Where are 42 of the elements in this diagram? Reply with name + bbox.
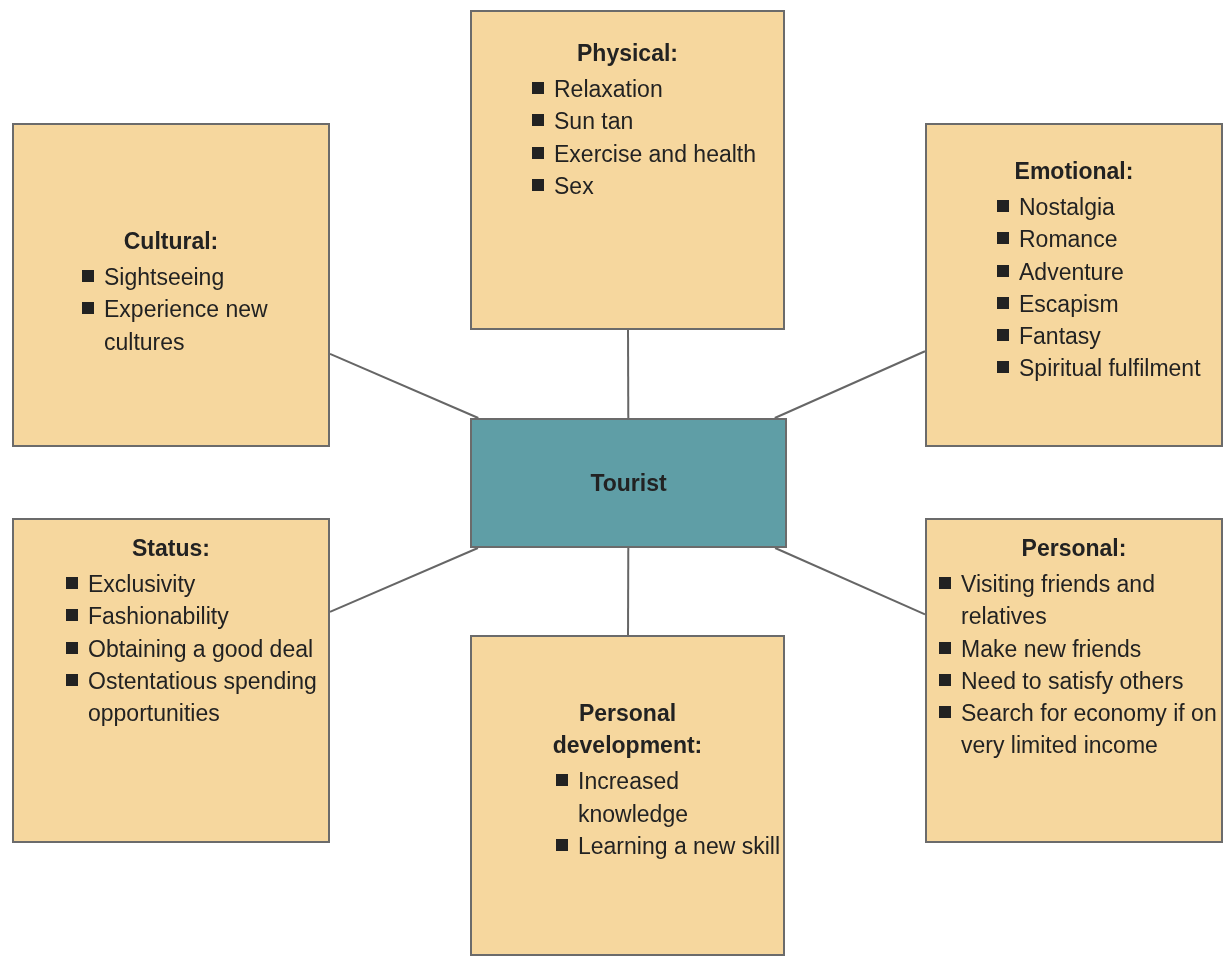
category-heading: Cultural:	[122, 227, 220, 256]
category-heading: Personal development:	[551, 699, 704, 761]
connector-line	[627, 547, 630, 636]
list-item: Relaxation	[554, 75, 663, 105]
category-box	[925, 123, 1223, 447]
center-label: Tourist	[590, 468, 667, 498]
connector-line	[773, 350, 926, 419]
list-item: Make new friends	[961, 634, 1142, 664]
list-item: Experience new cultures	[104, 295, 269, 357]
central-box	[470, 418, 787, 548]
list-item: Adventure	[1019, 257, 1124, 287]
connector-line	[627, 329, 630, 419]
list-item: Ostentatious spending opportunities	[88, 666, 318, 728]
category-heading: Status:	[131, 534, 211, 563]
connector-line	[329, 352, 480, 419]
list-item: Obtaining a good deal	[88, 634, 314, 664]
category-box	[470, 10, 785, 330]
category-heading: Personal:	[1020, 534, 1128, 563]
connector-line	[774, 547, 926, 616]
list-item: Escapism	[1019, 289, 1119, 319]
list-item: Romance	[1019, 225, 1118, 255]
list-item: Exclusivity	[88, 570, 196, 600]
list-item: Nostalgia	[1019, 193, 1115, 223]
category-box	[470, 635, 785, 956]
connector-line	[329, 547, 479, 613]
list-item: Sex	[554, 171, 594, 201]
list-item: Sun tan	[554, 107, 634, 137]
list-item: Fantasy	[1019, 321, 1101, 351]
list-item: Exercise and health	[554, 139, 756, 169]
list-item: Search for economy if on very limited income	[961, 698, 1218, 761]
category-box	[925, 518, 1223, 843]
category-box	[12, 123, 330, 447]
list-item: Learning a new skill	[578, 831, 780, 861]
list-item: Visiting friends and relatives	[961, 570, 1156, 632]
list-item: Fashionability	[88, 602, 229, 632]
category-heading: Physical:	[576, 39, 679, 68]
list-item: Spiritual fulfilment	[1019, 354, 1201, 384]
category-heading: Emotional:	[1013, 157, 1135, 186]
list-item: Increased knowledge	[578, 767, 689, 829]
list-item: Need to satisfy others	[961, 666, 1184, 696]
list-item: Sightseeing	[104, 263, 225, 293]
category-box	[12, 518, 330, 843]
